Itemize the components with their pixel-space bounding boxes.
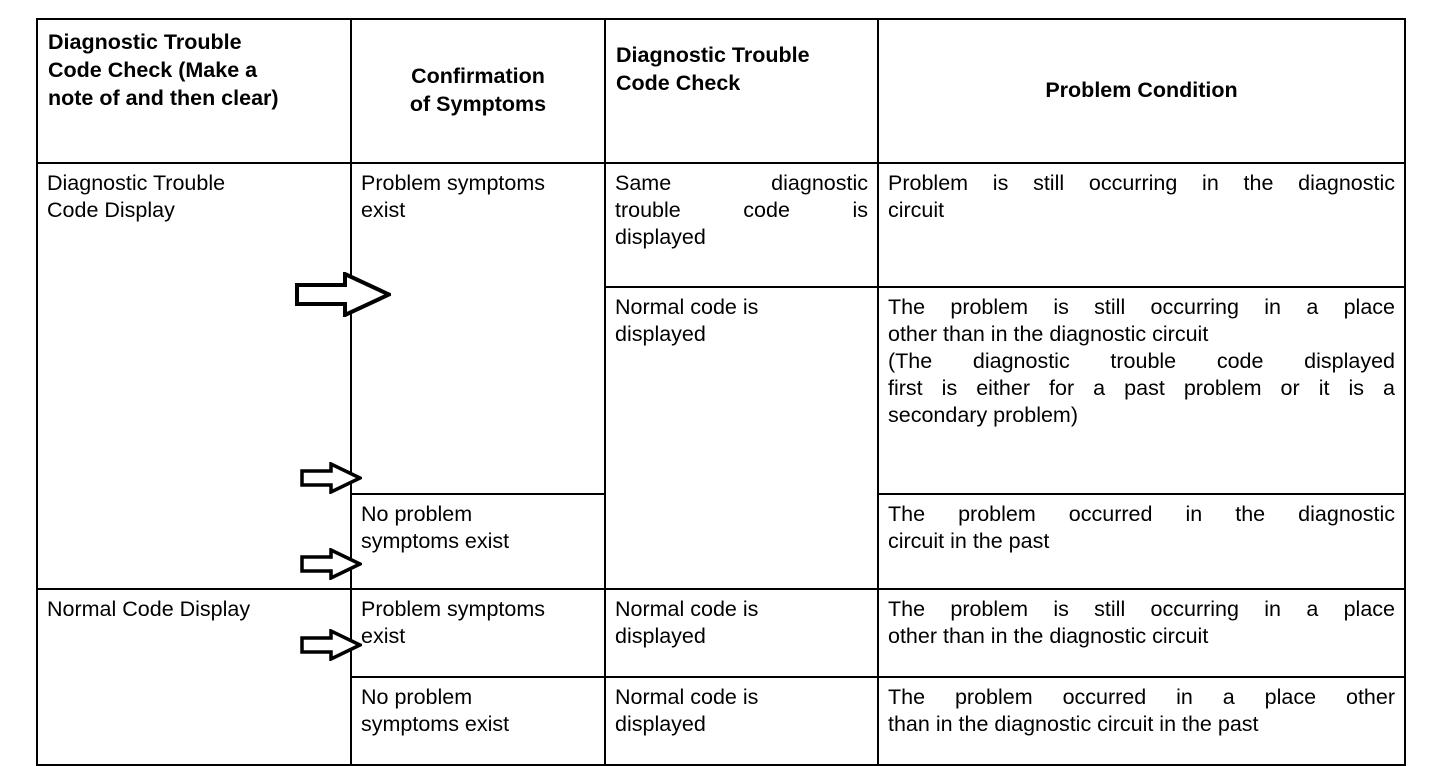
cell-dtc-display-line-1: Diagnostic Trouble <box>47 171 226 195</box>
cell-problem-occurred-diagnostic-past: The problem occurred in the diagnostic c… <box>877 493 1406 590</box>
cell-same-dtc-displayed-line-2: trouble code is <box>615 198 868 223</box>
cell-normal-code-displayed-1: Normal code is displayed <box>604 286 879 590</box>
header-dtc-check-clear-line-3: note of and then clear) <box>48 85 279 110</box>
header-dtc-check-clear: Diagnostic Trouble Code Check (Make a no… <box>36 18 352 164</box>
cell-problem-other-place-secondary-line-2: other than in the diagnostic circuit <box>888 322 1209 347</box>
cell-problem-other-place-secondary-line-1: The problem is still occurring in a plac… <box>888 295 1395 319</box>
cell-problem-symptoms-exist-2-line-2: exist <box>361 624 406 649</box>
table-row: No problem symptoms exist The problem oc… <box>37 493 1406 590</box>
cell-problem-other-place-secondary-line-3: (The diagnostic trouble code displayed <box>888 349 1395 374</box>
cell-normal-code-displayed-2-line-2: displayed <box>615 624 706 649</box>
cell-problem-symptoms-exist-2: Problem symptoms exist <box>350 588 606 678</box>
cell-no-problem-symptoms-exist-2-line-1: No problem <box>361 685 473 709</box>
header-confirmation-line-1: Confirmation <box>411 64 545 89</box>
cell-normal-code-displayed-1-line-1: Normal code is <box>615 295 759 319</box>
cell-problem-occurred-other-place-past: The problem occurred in a place other th… <box>877 676 1406 766</box>
cell-normal-code-displayed-3-line-2: displayed <box>615 712 706 737</box>
cell-normal-code-display-line-1: Normal Code Display <box>47 597 251 621</box>
cell-no-problem-symptoms-exist-1-line-2: symptoms exist <box>361 529 510 554</box>
cell-problem-symptoms-exist-1: Problem symptoms exist <box>350 162 606 495</box>
cell-normal-code-display: Normal Code Display <box>36 588 352 766</box>
header-dtc-check: Diagnostic Trouble Code Check <box>604 18 879 164</box>
cell-problem-symptoms-exist-2-line-1: Problem symptoms <box>361 597 545 621</box>
cell-problem-still-occurring-diagnostic: Problem is still occurring in the diagno… <box>877 162 1406 288</box>
header-confirmation-of-symptoms: Confirmation of Symptoms <box>350 18 606 164</box>
cell-no-problem-symptoms-exist-1-line-1: No problem <box>361 502 473 526</box>
cell-no-problem-symptoms-exist-2: No problem symptoms exist <box>350 676 606 766</box>
header-dtc-check-line-1: Diagnostic Trouble <box>616 43 810 67</box>
cell-dtc-display-line-2: Code Display <box>47 198 175 223</box>
cell-no-problem-symptoms-exist-1: No problem symptoms exist <box>350 493 606 590</box>
cell-problem-occurred-other-place-past-line-2: than in the diagnostic circuit in the pa… <box>888 712 1259 737</box>
header-problem-condition: Problem Condition <box>877 18 1406 164</box>
cell-normal-code-displayed-2: Normal code is displayed <box>604 588 879 678</box>
table-row: Normal Code Display Problem symptoms exi… <box>36 588 1406 766</box>
cell-problem-still-occurring-other-place-line-2: other than in the diagnostic circuit <box>888 624 1209 649</box>
page-root: Diagnostic Trouble Code Check (Make a no… <box>36 18 1406 766</box>
cell-problem-symptoms-exist-1-line-2: exist <box>361 198 406 223</box>
cell-problem-still-occurring-diagnostic-line-2: circuit <box>888 198 945 223</box>
diagnostic-trouble-code-table: Diagnostic Trouble Code Check (Make a no… <box>36 18 1406 766</box>
header-confirmation-line-2: of Symptoms <box>409 92 547 116</box>
cell-normal-code-displayed-3: Normal code is displayed <box>604 676 879 766</box>
cell-same-dtc-displayed-line-3: displayed <box>615 225 706 250</box>
header-dtc-check-line-2: Code Check <box>616 70 741 95</box>
cell-problem-still-occurring-other-place: The problem is still occurring in a plac… <box>877 588 1406 678</box>
cell-normal-code-displayed-3-line-1: Normal code is <box>615 685 759 709</box>
cell-problem-occurred-diagnostic-past-line-2: circuit in the past <box>888 529 1050 554</box>
cell-same-dtc-displayed-line-1: Same diagnostic <box>615 171 868 195</box>
cell-dtc-display: Diagnostic Trouble Code Display <box>36 162 352 590</box>
cell-problem-other-place-secondary-line-5: secondary problem) <box>888 403 1079 428</box>
cell-problem-other-place-secondary: The problem is still occurring in a plac… <box>877 286 1406 495</box>
cell-problem-occurred-other-place-past-line-1: The problem occurred in a place other <box>888 685 1395 709</box>
cell-normal-code-displayed-1-line-2: displayed <box>615 322 706 347</box>
header-dtc-check-clear-line-1: Diagnostic Trouble <box>48 30 242 54</box>
cell-problem-still-occurring-diagnostic-line-1: Problem is still occurring in the diagno… <box>888 171 1395 195</box>
cell-problem-other-place-secondary-line-4: first is either for a past problem or it… <box>888 376 1395 401</box>
cell-problem-symptoms-exist-1-line-1: Problem symptoms <box>361 171 545 195</box>
cell-problem-occurred-diagnostic-past-line-1: The problem occurred in the diagnostic <box>888 502 1395 526</box>
table-row: Normal code is displayed The problem is … <box>37 286 1406 590</box>
cell-normal-code-displayed-2-line-1: Normal code is <box>615 597 759 621</box>
header-problem-condition-line-1: Problem Condition <box>1045 78 1238 103</box>
cell-same-dtc-displayed: Same diagnostic trouble code is displaye… <box>604 162 879 288</box>
header-dtc-check-clear-line-2: Code Check (Make a <box>48 57 258 82</box>
cell-problem-still-occurring-other-place-line-1: The problem is still occurring in a plac… <box>888 597 1395 621</box>
cell-no-problem-symptoms-exist-2-line-2: symptoms exist <box>361 712 510 737</box>
table-row: Diagnostic Trouble Code Display Problem … <box>36 162 1406 590</box>
table-header-row: Diagnostic Trouble Code Check (Make a no… <box>36 18 1406 164</box>
